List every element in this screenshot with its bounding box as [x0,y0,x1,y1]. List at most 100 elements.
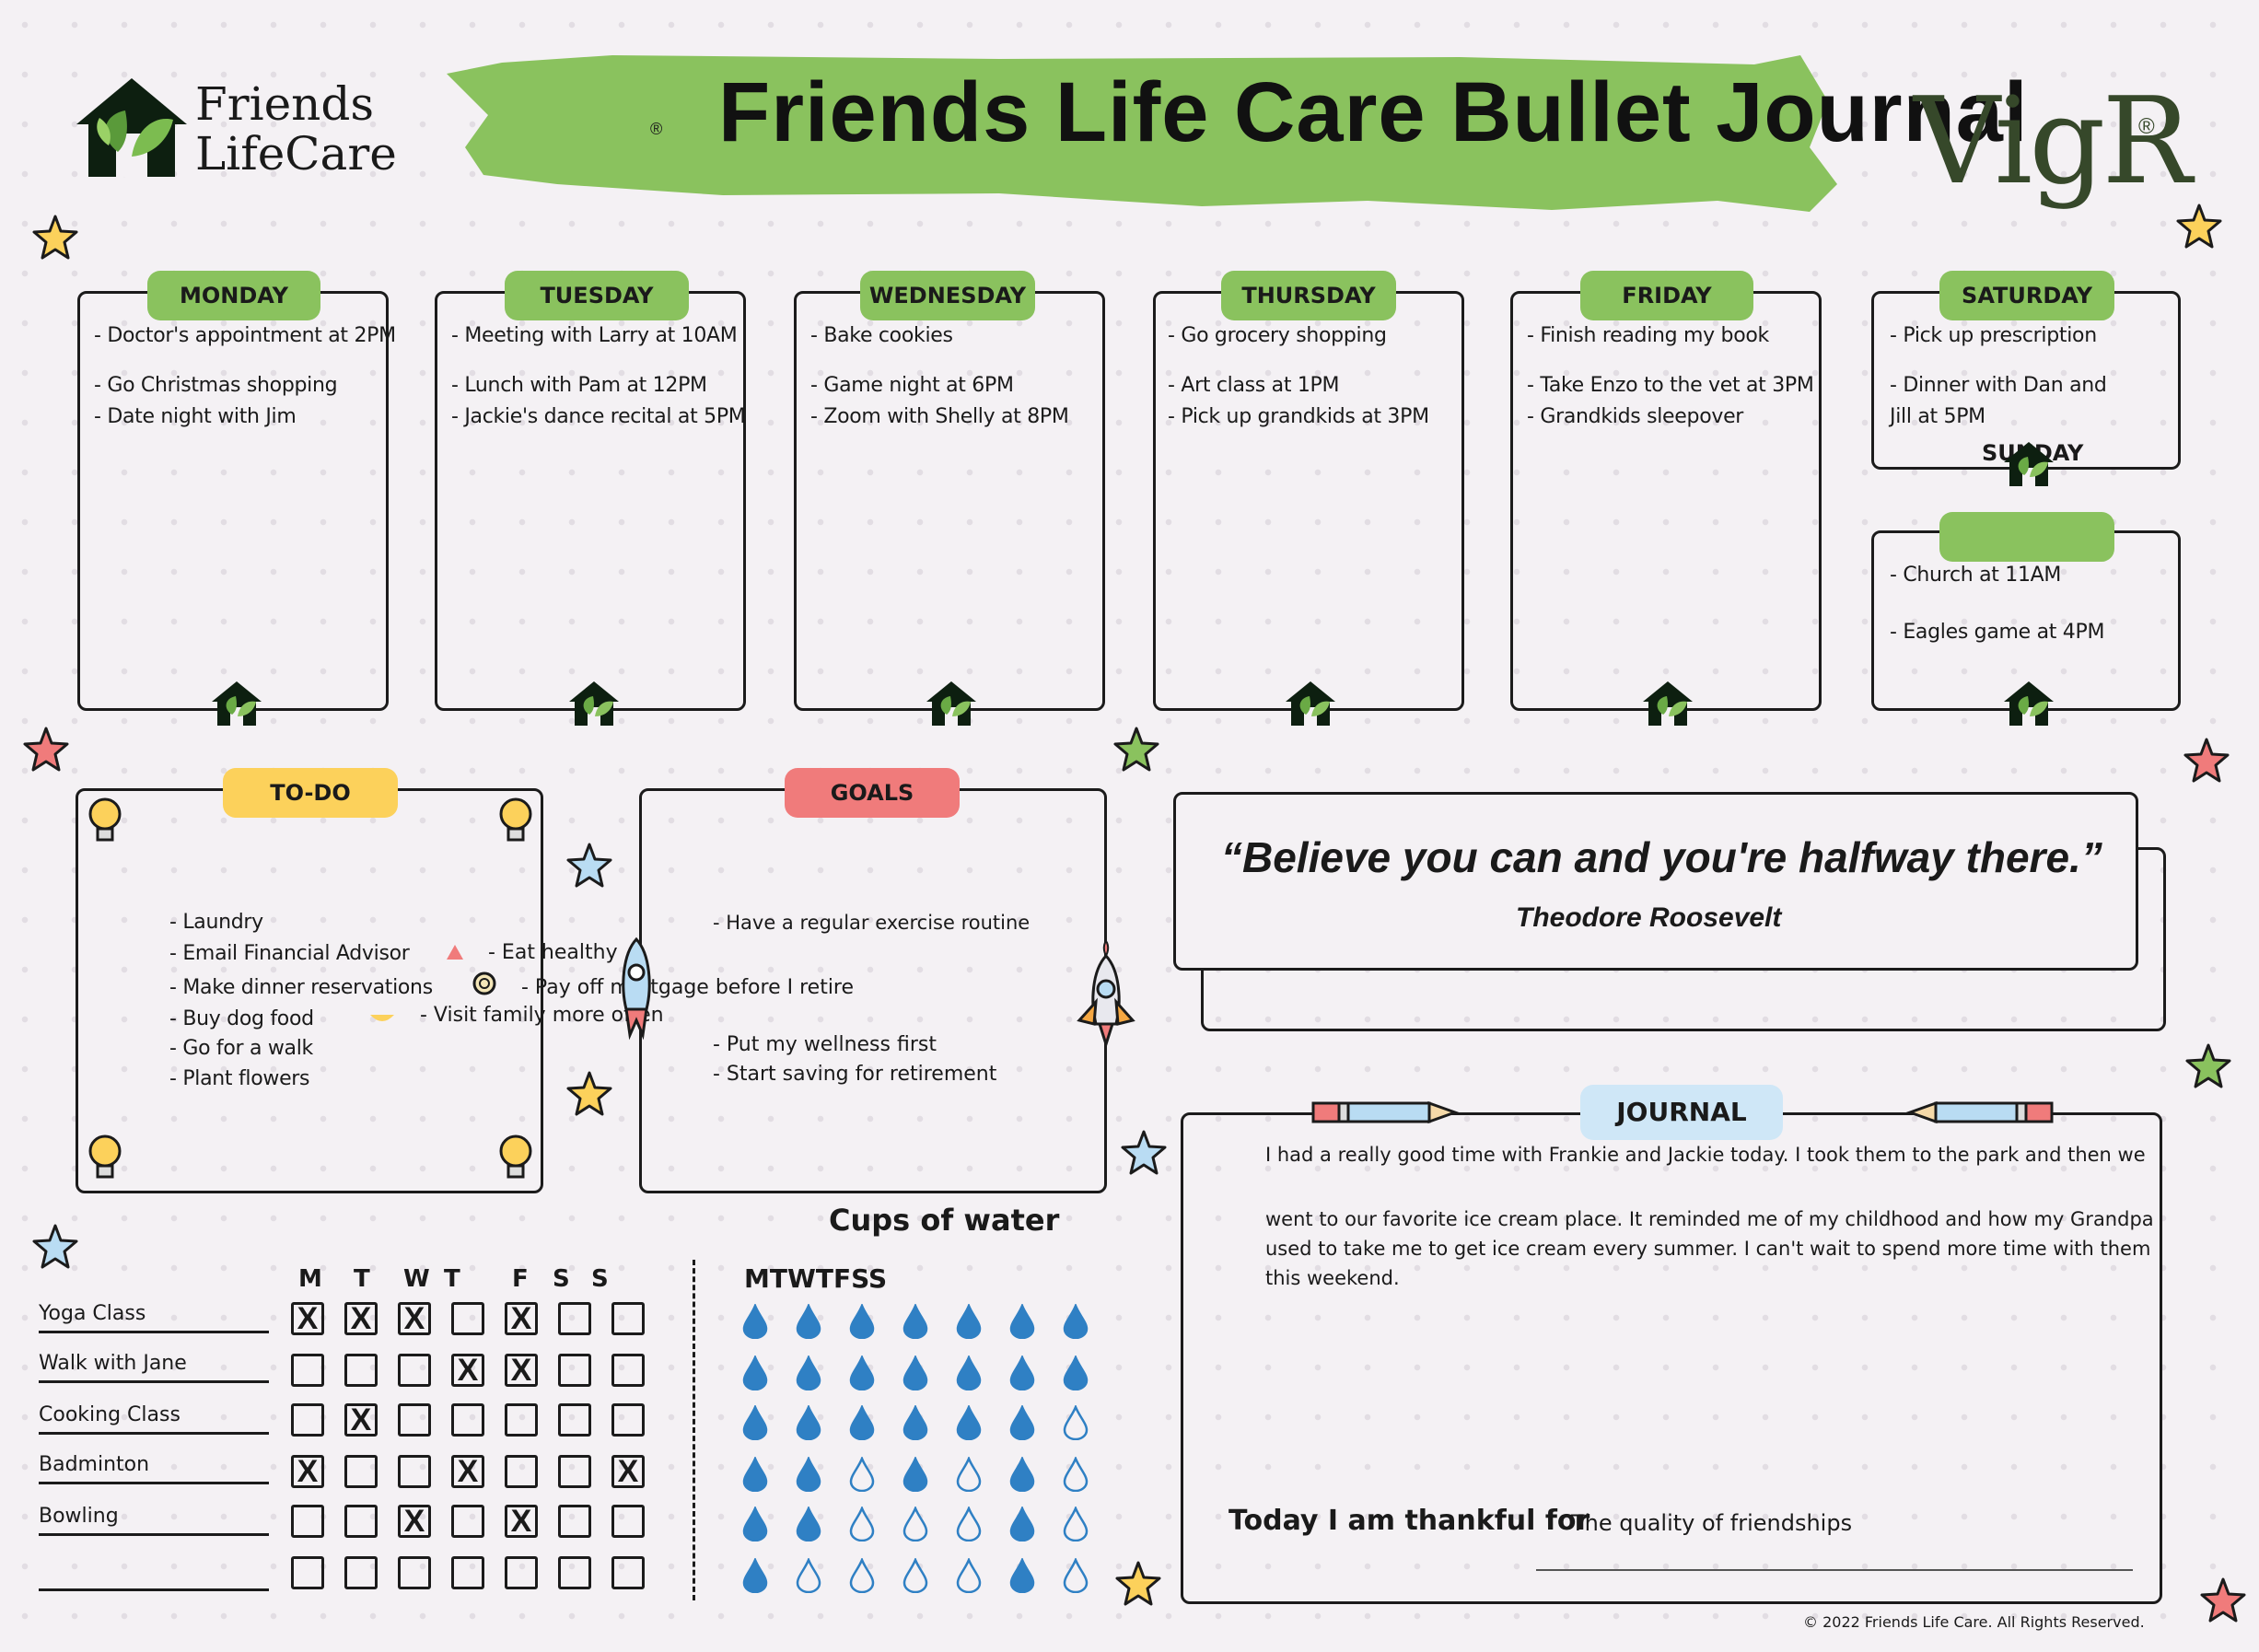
water-drop-filled-icon[interactable] [1009,1355,1035,1390]
habit-checkbox[interactable] [505,1556,538,1589]
water-drop-filled-icon[interactable] [849,1304,875,1339]
water-drop-empty-icon[interactable] [1063,1558,1089,1593]
water-drop-filled-icon[interactable] [1009,1507,1035,1541]
water-drop-filled-icon[interactable] [796,1355,821,1390]
water-drop-filled-icon[interactable] [902,1304,928,1339]
habit-checkbox[interactable] [611,1556,645,1589]
habit-checkbox[interactable] [291,1556,324,1589]
habit-checkbox[interactable] [398,1556,431,1589]
habit-day-letter: T [444,1265,460,1293]
todo-item: - Email Financial Advisor [169,942,410,965]
habit-checkbox[interactable] [558,1556,591,1589]
star-icon-blue [566,843,612,888]
habit-checkbox[interactable] [451,1556,484,1589]
journal-text-line: I had a really good time with Frankie an… [1265,1144,2146,1166]
water-drop-filled-icon[interactable] [796,1507,821,1541]
water-drop-filled-icon[interactable] [902,1405,928,1440]
water-drop-empty-icon[interactable] [956,1558,982,1593]
habit-checkbox[interactable] [451,1403,484,1437]
water-drop-empty-icon[interactable] [849,1457,875,1492]
water-drop-filled-icon[interactable] [1009,1304,1035,1339]
habit-checkbox[interactable] [611,1354,645,1387]
habit-checkbox[interactable]: X [505,1302,538,1335]
water-drop-filled-icon[interactable] [742,1558,768,1593]
habit-checkbox[interactable] [558,1455,591,1488]
star-icon-green [1113,727,1159,772]
star-icon-yellow [2176,204,2222,249]
habit-checkbox[interactable]: X [398,1302,431,1335]
water-drop-filled-icon[interactable] [1063,1355,1089,1390]
habit-checkbox[interactable]: X [344,1403,378,1437]
water-drop-filled-icon[interactable] [796,1457,821,1492]
habit-checkbox[interactable] [398,1354,431,1387]
water-drop-filled-icon[interactable] [956,1405,982,1440]
water-drop-filled-icon[interactable] [742,1304,768,1339]
water-drop-filled-icon[interactable] [1009,1558,1035,1593]
habit-checkbox[interactable] [344,1455,378,1488]
habit-day-letter: M [298,1265,322,1293]
pencil-icon [1906,1100,2054,1124]
habit-checkbox[interactable] [558,1302,591,1335]
day-item: - Lunch with Pam at 12PM [451,374,707,397]
water-drop-empty-icon[interactable] [1063,1457,1089,1492]
habit-checkbox[interactable] [505,1403,538,1437]
water-drop-filled-icon[interactable] [1009,1457,1035,1492]
water-drop-empty-icon[interactable] [902,1507,928,1541]
registered-mark-left: ® [650,120,663,138]
habit-checkbox[interactable]: X [291,1302,324,1335]
habit-checkbox[interactable] [611,1505,645,1538]
habit-checkbox[interactable] [451,1505,484,1538]
habit-checkbox[interactable]: X [611,1455,645,1488]
habit-checkbox[interactable] [558,1505,591,1538]
water-drop-filled-icon[interactable] [902,1355,928,1390]
habit-checkbox[interactable] [558,1403,591,1437]
habit-checkbox[interactable] [291,1403,324,1437]
water-drop-filled-icon[interactable] [742,1405,768,1440]
habit-checkbox[interactable]: X [451,1354,484,1387]
habit-checkbox[interactable] [558,1354,591,1387]
water-drop-empty-icon[interactable] [956,1457,982,1492]
habit-checkbox[interactable] [344,1505,378,1538]
water-drop-empty-icon[interactable] [956,1507,982,1541]
habit-checkbox[interactable]: X [291,1455,324,1488]
day-items-wednesday: - Bake cookies - Game night at 6PM - Zoo… [810,320,1069,433]
water-drop-filled-icon[interactable] [742,1355,768,1390]
habit-checkbox[interactable] [291,1354,324,1387]
water-drop-filled-icon[interactable] [849,1405,875,1440]
water-drop-empty-icon[interactable] [796,1558,821,1593]
lightbulb-icon [88,1134,122,1179]
habit-checkbox[interactable]: X [398,1505,431,1538]
day-label-sunday [1939,512,2114,562]
water-drop-empty-icon[interactable] [1063,1405,1089,1440]
water-drop-filled-icon[interactable] [1009,1405,1035,1440]
habit-checkbox[interactable]: X [451,1455,484,1488]
habit-checkbox[interactable]: X [505,1354,538,1387]
habit-checkbox[interactable] [344,1354,378,1387]
habit-checkbox[interactable] [611,1403,645,1437]
habit-checkbox[interactable] [398,1403,431,1437]
habit-checkbox[interactable]: X [505,1505,538,1538]
habit-checkbox[interactable] [398,1455,431,1488]
day-item: - Art class at 1PM [1168,374,1340,397]
water-drop-filled-icon[interactable] [1063,1304,1089,1339]
habit-checkbox[interactable] [291,1505,324,1538]
water-drop-filled-icon[interactable] [956,1304,982,1339]
water-drop-filled-icon[interactable] [902,1457,928,1492]
day-label-saturday: SATURDAY [1939,271,2114,320]
habit-checkbox[interactable] [611,1302,645,1335]
water-drop-filled-icon[interactable] [742,1457,768,1492]
water-drop-filled-icon[interactable] [956,1355,982,1390]
water-drop-empty-icon[interactable] [849,1558,875,1593]
water-drop-empty-icon[interactable] [1063,1507,1089,1541]
water-drop-filled-icon[interactable] [796,1405,821,1440]
water-drop-filled-icon[interactable] [742,1507,768,1541]
water-drop-filled-icon[interactable] [796,1304,821,1339]
habit-checkbox[interactable] [451,1302,484,1335]
habit-checkbox[interactable] [505,1455,538,1488]
water-drop-empty-icon[interactable] [902,1558,928,1593]
water-drop-empty-icon[interactable] [849,1507,875,1541]
water-drop-filled-icon[interactable] [849,1355,875,1390]
day-label-tuesday: TUESDAY [505,271,689,320]
habit-checkbox[interactable]: X [344,1302,378,1335]
habit-checkbox[interactable] [344,1556,378,1589]
